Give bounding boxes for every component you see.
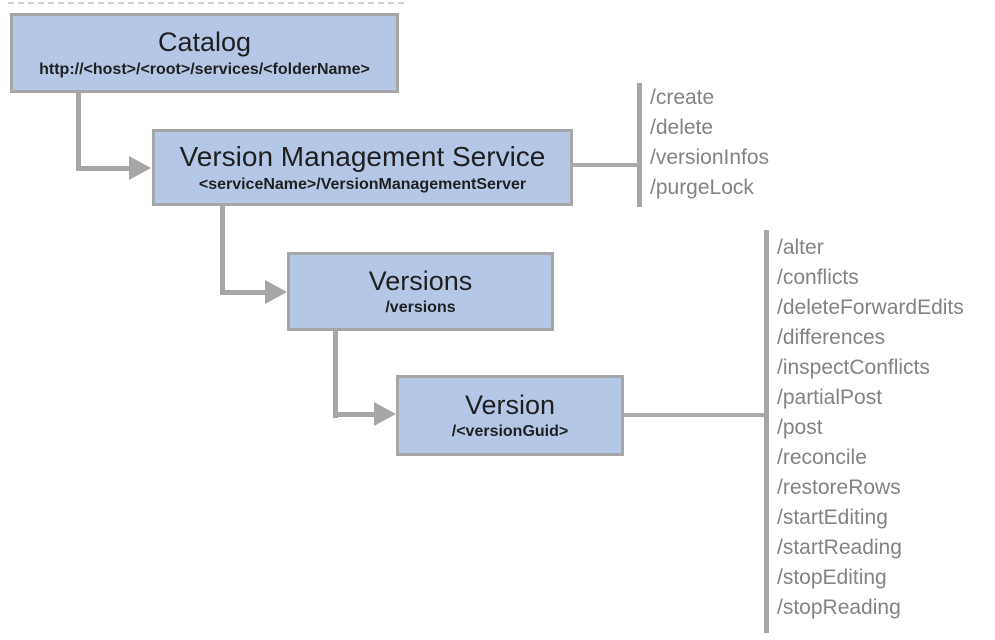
node-title: Version <box>464 389 556 420</box>
operation-item: /restoreRows <box>777 476 901 499</box>
operation-item: /purgeLock <box>650 176 754 199</box>
arrowhead-icon <box>374 402 396 426</box>
connector-catalog-vms-vertical <box>76 92 81 171</box>
connector-versions-version-horizontal <box>333 412 374 417</box>
operation-item: /differences <box>777 326 886 349</box>
operation-item: /deleteForwardEdits <box>777 296 964 319</box>
bracket-bar-version-operations <box>764 230 769 633</box>
node-subtitle: /<versionGuid> <box>451 423 569 441</box>
version-operations-list: /alter /conflicts /deleteForwardEdits /d… <box>777 233 964 623</box>
node-title: Catalog <box>157 27 252 58</box>
operation-item: /partialPost <box>777 386 883 409</box>
operation-item: /delete <box>650 116 714 139</box>
operation-item: /reconcile <box>777 446 867 469</box>
operation-item: /create <box>650 86 715 109</box>
connector-versions-version-vertical <box>333 330 338 418</box>
operation-item: /post <box>777 416 823 439</box>
vms-operations-list: /create /delete /versionInfos /purgeLock <box>650 83 769 203</box>
operation-item: /stopReading <box>777 596 901 619</box>
node-versions: Versions /versions <box>287 252 554 331</box>
connector-vms-versions-vertical <box>220 204 225 295</box>
operation-item: /startEditing <box>777 506 888 529</box>
arrowhead-icon <box>129 156 151 180</box>
line-vms-operations <box>573 163 637 167</box>
node-subtitle: <serviceName>/VersionManagementServer <box>198 175 527 193</box>
line-version-operations <box>624 413 764 417</box>
bracket-bar-vms-operations <box>637 83 642 207</box>
connector-catalog-vms-horizontal <box>76 166 129 171</box>
node-title: Versions <box>368 265 473 296</box>
operation-item: /stopEditing <box>777 566 887 589</box>
arrowhead-icon <box>265 280 287 304</box>
node-title: Version Management Service <box>179 141 546 173</box>
node-subtitle: http://<host>/<root>/services/<folderNam… <box>39 60 370 78</box>
node-version: Version /<versionGuid> <box>396 375 624 456</box>
node-subtitle: /versions <box>385 299 456 317</box>
operation-item: /alter <box>777 236 824 259</box>
connector-vms-versions-horizontal <box>220 290 265 295</box>
operation-item: /versionInfos <box>650 146 770 169</box>
node-catalog: Catalog http://<host>/<root>/services/<f… <box>10 13 399 93</box>
operation-item: /inspectConflicts <box>777 356 930 379</box>
operation-item: /conflicts <box>777 266 859 289</box>
faint-dashed-line <box>8 2 404 4</box>
node-version-management-service: Version Management Service <serviceName>… <box>152 129 573 206</box>
operation-item: /startReading <box>777 536 902 559</box>
